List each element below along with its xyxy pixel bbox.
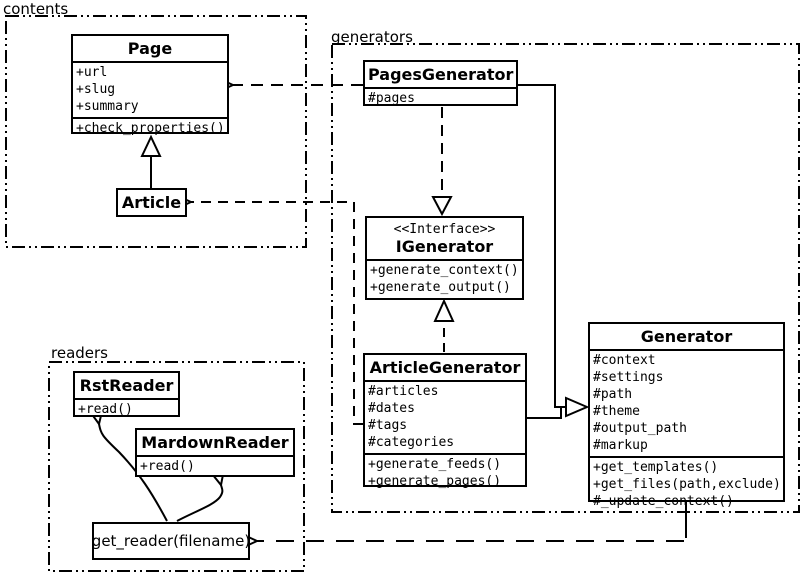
readers-package-border — [48, 361, 305, 572]
class-rstreader-methods: +read() — [75, 398, 178, 420]
arrow-getreader-mardownreader — [176, 485, 222, 522]
attribute: #markup — [593, 438, 648, 453]
method: +generate_feeds() — [368, 457, 502, 472]
class-page-attributes: +url +slug +summary — [73, 61, 227, 117]
attribute: #path — [593, 387, 633, 402]
method: +generate_context() — [370, 263, 519, 278]
class-pagesgenerator: PagesGenerator #pages — [363, 60, 518, 106]
class-mardownreader-title: MardownReader — [141, 433, 289, 452]
class-generator: Generator #context #settings #path #them… — [588, 322, 785, 509]
method: +get_files(path,exclude) — [593, 477, 781, 492]
class-articlegenerator-methods: +generate_feeds() +generate_pages() — [365, 453, 525, 492]
method: +read() — [140, 459, 195, 474]
class-mardownreader: MardownReader +read() — [135, 428, 295, 477]
class-page-title: Page — [127, 39, 173, 58]
class-igenerator-header: <<Interface>> IGenerator — [367, 218, 522, 259]
attribute: #output_path — [593, 421, 687, 436]
get-reader-function-label: get_reader(filename) — [91, 532, 251, 550]
contents-package-border — [5, 15, 307, 248]
class-igenerator-stereotype: <<Interface>> — [393, 222, 496, 237]
class-articlegenerator: ArticleGenerator #articles #dates #tags … — [363, 353, 527, 489]
method: #_update_context() — [593, 494, 734, 509]
method: +generate_output() — [370, 280, 511, 295]
dependency-articlegenerator-article-arrow — [191, 202, 363, 425]
inheritance-article-page-triangle — [140, 134, 162, 157]
arrow-getreader-rstreader — [99, 424, 168, 522]
attribute: +summary — [76, 99, 139, 114]
class-page-methods: +check_properties() — [73, 117, 227, 139]
realization-articlegenerator-igenerator-triangle — [433, 298, 455, 322]
class-mardownreader-methods: +read() — [137, 455, 293, 477]
attribute: #dates — [368, 401, 415, 416]
generalization-articlegenerator-generator-line — [527, 407, 562, 419]
class-igenerator-methods: +generate_context() +generate_output() — [367, 259, 522, 298]
class-pagesgenerator-title: PagesGenerator — [368, 65, 514, 84]
class-pagesgenerator-attributes: #pages — [365, 87, 516, 109]
get-reader-function-box: get_reader(filename) — [92, 522, 250, 560]
attribute: #tags — [368, 418, 408, 433]
method: +generate_pages() — [368, 474, 502, 489]
class-articlegenerator-title: ArticleGenerator — [369, 358, 521, 377]
generalization-generator-triangle — [565, 396, 590, 418]
attribute: #pages — [368, 91, 415, 106]
generators-package-label: generators — [331, 28, 413, 46]
class-rstreader: RstReader +read() — [73, 371, 180, 417]
class-page: Page +url +slug +summary +check_properti… — [71, 34, 229, 136]
class-article-title: Article — [121, 192, 182, 212]
method: +check_properties() — [76, 121, 225, 136]
class-rstreader-title: RstReader — [79, 376, 174, 395]
generators-package-border — [331, 43, 800, 513]
class-generator-title: Generator — [640, 327, 733, 346]
attribute: +slug — [76, 82, 116, 97]
class-article: Article — [116, 188, 187, 217]
attribute: +url — [76, 65, 108, 80]
attribute: #theme — [593, 404, 640, 419]
contents-package-label: contents — [3, 0, 69, 18]
class-igenerator-title: IGenerator — [395, 237, 494, 256]
realization-pagesgenerator-igenerator-triangle — [431, 196, 453, 217]
attribute: #articles — [368, 384, 439, 399]
attribute: #categories — [368, 435, 455, 450]
method: +get_templates() — [593, 460, 719, 475]
attribute: #settings — [593, 370, 664, 385]
method: +read() — [78, 402, 133, 417]
readers-package-label: readers — [51, 344, 108, 362]
attribute: #context — [593, 353, 656, 368]
class-generator-attributes: #context #settings #path #theme #output_… — [590, 349, 783, 456]
class-generator-methods: +get_templates() +get_files(path,exclude… — [590, 456, 783, 512]
class-articlegenerator-attributes: #articles #dates #tags #categories — [365, 380, 525, 453]
class-igenerator: <<Interface>> IGenerator +generate_conte… — [365, 216, 524, 300]
